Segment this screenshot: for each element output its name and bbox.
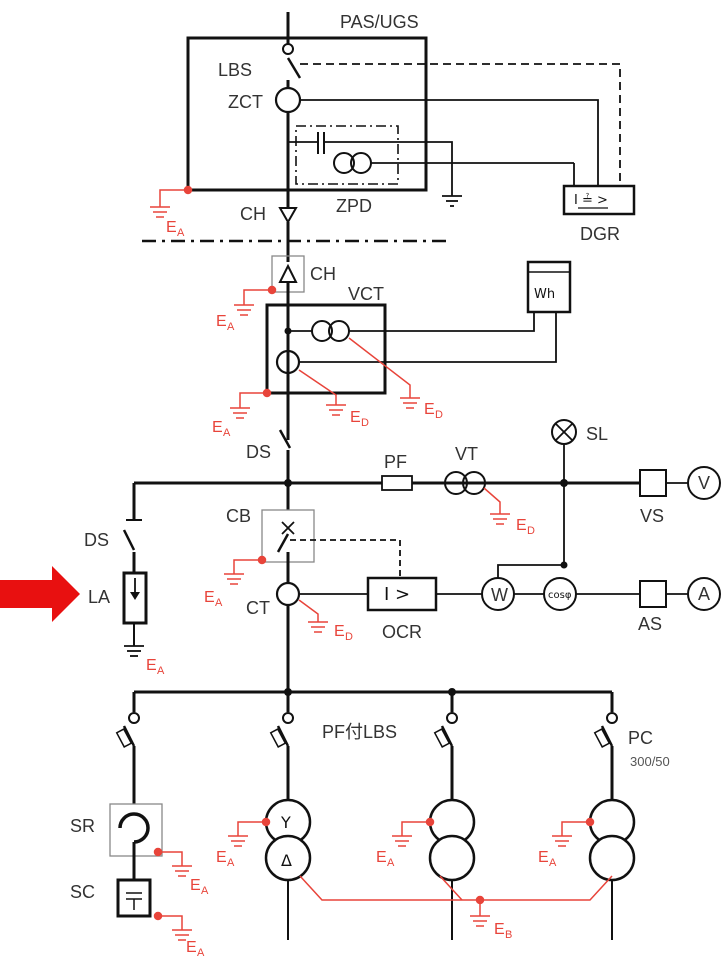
- cos-label: cosφ: [548, 590, 572, 601]
- ea-sub-text: A: [223, 427, 231, 439]
- la-branch: [122, 483, 148, 657]
- lower-bus-section: [109, 688, 636, 940]
- vt-label: VT: [455, 444, 478, 464]
- ch-mid-label: CH: [310, 264, 336, 284]
- vct-label: VCT: [348, 284, 384, 304]
- wh-label: Wh: [534, 287, 555, 302]
- earths-vct: [230, 285, 420, 419]
- ds-main-blade: [278, 429, 292, 449]
- ea-sub-text: A: [177, 227, 185, 239]
- ea-sub-text: A: [157, 665, 165, 677]
- pf-lbs-label: PF付LBS: [322, 722, 397, 742]
- ocr-label: OCR: [382, 622, 422, 642]
- ea-text: E: [190, 877, 201, 894]
- earths-cb-ct: [224, 555, 328, 633]
- ds-left-label: DS: [84, 530, 109, 550]
- ed-text: E: [334, 623, 345, 640]
- earth-vt: [483, 487, 510, 525]
- as-label: AS: [638, 614, 662, 634]
- ed-sub-text: D: [361, 417, 369, 429]
- sr-reactor-symbol: [118, 812, 150, 844]
- pas-ugs-box: [186, 36, 428, 192]
- as-switch: [639, 580, 667, 608]
- dgr-label: DGR: [580, 224, 620, 244]
- transformer-2-secondary: [428, 834, 476, 882]
- main-bus-section: [134, 419, 721, 565]
- ed-sub-text: D: [345, 631, 353, 643]
- ammeter: [687, 577, 721, 611]
- ed-text: E: [350, 409, 361, 426]
- ch-top-symbol: [278, 207, 298, 225]
- ch-mid-symbol: [278, 263, 298, 283]
- ed-text: E: [424, 401, 435, 418]
- ea-sub-text: A: [215, 597, 223, 609]
- ea-text: E: [186, 939, 197, 956]
- earths-lower: [153, 817, 613, 941]
- voltmeter: [687, 466, 721, 500]
- lbs-switch-blade: [286, 57, 302, 79]
- ea-text: E: [538, 849, 549, 866]
- ds-main-label: DS: [246, 442, 271, 462]
- zpd-label: ZPD: [336, 196, 372, 216]
- ea-sub-text: A: [549, 857, 557, 869]
- ea-sub-text: A: [387, 857, 395, 869]
- ea-text: E: [376, 849, 387, 866]
- ch-vct-section: [265, 255, 572, 440]
- ct-symbol: [275, 581, 301, 607]
- cb-label: CB: [226, 506, 251, 526]
- ea-sub-text: A: [197, 947, 205, 959]
- v-label: V: [698, 473, 710, 493]
- ed-sub-text: D: [527, 525, 535, 537]
- eb-text: E: [494, 921, 505, 938]
- ed-sub-text: D: [435, 409, 443, 421]
- ea-sub-text: A: [227, 321, 235, 333]
- pf-fuse: [381, 475, 413, 491]
- vs-label: VS: [640, 506, 664, 526]
- transformer-3-secondary: [588, 834, 636, 882]
- sr-box: [109, 803, 163, 857]
- cb-ct-section: [261, 509, 721, 694]
- sr-label: SR: [70, 816, 95, 836]
- a-label: A: [698, 584, 710, 604]
- ocr-symbol-text: I >: [384, 584, 410, 605]
- earth-ea-pas: [150, 185, 193, 218]
- ds-left-blade: [122, 529, 136, 551]
- lbs-label: LBS: [218, 60, 252, 80]
- dgr-symbol-text: I ≟ >: [574, 193, 608, 208]
- dgr-relay-box: [562, 184, 636, 216]
- sc-capacitor-box: [116, 878, 152, 918]
- pas-ugs-label: PAS/UGS: [340, 12, 419, 32]
- ea-text: E: [216, 849, 227, 866]
- sl-label: SL: [586, 424, 608, 444]
- ea-text: E: [216, 313, 227, 330]
- wh-meter-box: [526, 260, 572, 314]
- ch-top-label: CH: [240, 204, 266, 224]
- ea-sub-text: A: [227, 857, 235, 869]
- pas-ugs-section: [142, 12, 636, 262]
- eb-sub-text: B: [505, 929, 512, 941]
- ea-text: E: [212, 419, 223, 436]
- ed-text: E: [516, 517, 527, 534]
- ea-text: E: [146, 657, 157, 674]
- pc-rating: 300/50: [630, 754, 670, 769]
- y-label: Y: [280, 813, 291, 832]
- pf-label: PF: [384, 452, 407, 472]
- sc-label: SC: [70, 882, 95, 902]
- vs-switch: [639, 469, 667, 497]
- delta-label: Δ: [281, 851, 292, 870]
- ea-text: E: [204, 589, 215, 606]
- w-label: W: [491, 585, 508, 605]
- vct-box: [265, 303, 387, 395]
- zct-symbol: [274, 86, 302, 114]
- zct-label: ZCT: [228, 92, 263, 112]
- pc-label: PC: [628, 728, 653, 748]
- zpd-box: [295, 125, 399, 185]
- ea-text: E: [166, 219, 177, 236]
- ct-label: CT: [246, 598, 270, 618]
- la-label: LA: [88, 587, 110, 607]
- ea-sub-text: A: [201, 885, 209, 897]
- pointer-arrow: [0, 566, 80, 622]
